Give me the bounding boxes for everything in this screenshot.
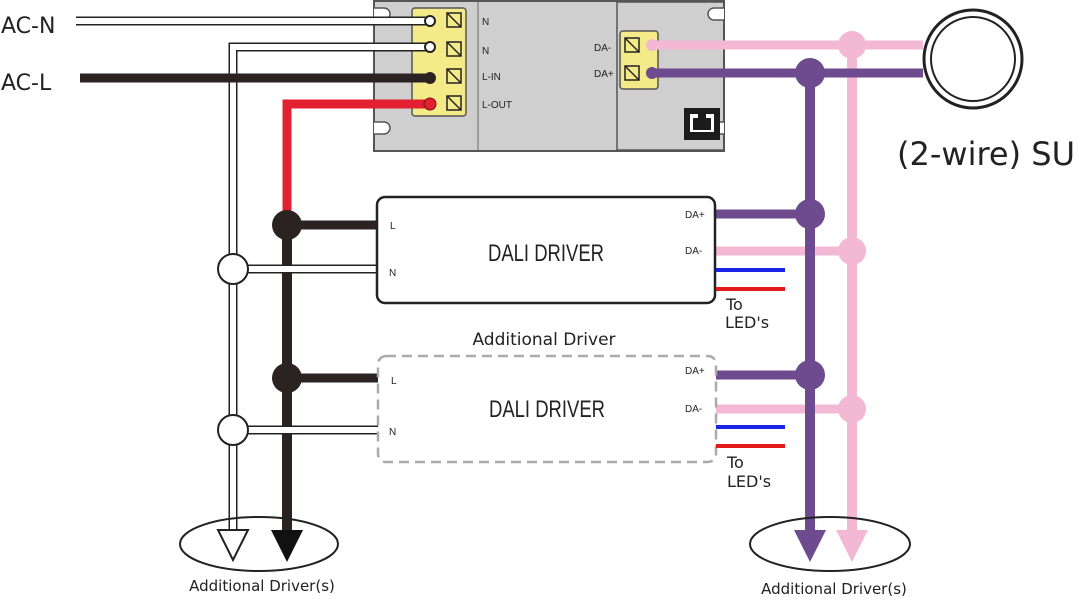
driver-1-terminal-l: L <box>390 221 396 232</box>
da-minus-junction-dot <box>838 395 866 423</box>
additional-driver-caption: Additional Driver <box>472 330 615 350</box>
additional-drivers-left-label: Additional Driver(s) <box>189 577 335 595</box>
driver-1-housing <box>375 195 717 305</box>
driver-1-terminal-da-plus: DA+ <box>685 210 705 221</box>
driver-2-terminal-da-minus: DA- <box>685 404 702 415</box>
additional-drivers-left-ellipse <box>179 516 339 572</box>
rj45-port-icon <box>684 108 720 140</box>
ac-n-label: AC-N <box>1 14 55 39</box>
driver-1-terminal-n: N <box>389 268 396 279</box>
terminal-label-n2: N <box>482 46 489 57</box>
driver-1-title: DALI DRIVER <box>488 240 604 267</box>
driver-2-title: DALI DRIVER <box>489 396 605 423</box>
driver-2-leds-label-line2: LED's <box>727 472 771 491</box>
terminal-label-n1: N <box>482 17 489 28</box>
switch-unit-icon <box>922 8 1024 110</box>
live-arrow-icon <box>271 530 303 562</box>
dali-bus <box>646 31 923 562</box>
dali-driver-2: DALI DRIVER L N DA+ DA- To LED's <box>376 354 785 491</box>
mains-terminal-block <box>411 7 467 117</box>
terminal-label-l-in: L-IN <box>482 72 501 83</box>
terminal-label-da-minus: DA- <box>594 43 611 54</box>
live-junction-dot <box>272 210 302 240</box>
neutral-junction-dot <box>217 253 249 285</box>
da-minus-junction-dot <box>838 237 866 265</box>
da-minus-junction-dot <box>838 31 866 59</box>
neutral-junction-dot <box>217 414 249 446</box>
terminal-label-l-out: L-OUT <box>482 100 512 111</box>
ac-l-label: AC-L <box>1 71 52 96</box>
driver-2-terminal-l: L <box>391 376 397 387</box>
driver-2-terminal-da-plus: DA+ <box>685 366 705 377</box>
da-plus-junction-dot <box>795 58 825 88</box>
neutral-arrow-icon <box>216 529 250 563</box>
switch-unit-label: (2-wire) SU <box>897 135 1075 173</box>
terminal-screws <box>446 12 640 111</box>
da-plus-junction-dot <box>795 199 825 229</box>
driver-1-terminal-da-minus: DA- <box>685 246 702 257</box>
driver-2-leds-label-line1: To <box>726 453 744 472</box>
da-minus-arrow-icon <box>836 530 868 562</box>
driver-1-leds-label-line2: LED's <box>725 313 769 332</box>
driver-1-leds-label-line1: To <box>725 295 743 314</box>
da-plus-arrow-icon <box>794 530 826 562</box>
driver-2-terminal-n: N <box>389 427 396 438</box>
driver-2-housing <box>376 354 718 464</box>
additional-drivers-right-ellipse <box>749 516 911 572</box>
terminal-label-da-plus: DA+ <box>594 69 614 80</box>
dali-driver-1: DALI DRIVER L N DA+ DA- To LED's <box>375 195 785 332</box>
mains-wiring <box>76 15 437 563</box>
mounting-notch <box>374 121 391 135</box>
mounting-notch <box>707 7 724 21</box>
da-plus-junction-dot <box>795 360 825 390</box>
live-junction-dot <box>272 363 302 393</box>
additional-drivers-right-label: Additional Driver(s) <box>761 580 907 598</box>
